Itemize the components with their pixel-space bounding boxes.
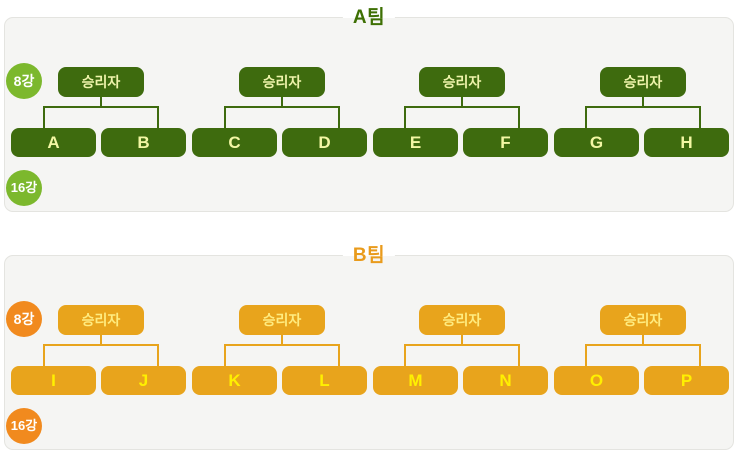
team-a-title: A팀	[342, 5, 396, 30]
connector-horizontal	[43, 106, 159, 108]
slot-box-b: B	[101, 128, 186, 157]
connector-horizontal	[585, 106, 701, 108]
slot-box-f: F	[463, 128, 548, 157]
connector-vertical-left	[224, 106, 226, 129]
winner-box: 승리자	[600, 305, 686, 335]
connector-vertical-left	[585, 106, 587, 129]
winner-box: 승리자	[600, 67, 686, 97]
bracket-mn: 승리자	[404, 305, 520, 395]
connector-vertical-left	[43, 106, 45, 129]
slot-box-h: H	[644, 128, 729, 157]
connector-vertical-left	[43, 344, 45, 367]
round-of-8-badge: 8강	[6, 63, 42, 99]
bracket-ef: 승리자	[404, 67, 520, 157]
slot-box-d: D	[282, 128, 367, 157]
slot-box-c: C	[192, 128, 277, 157]
connector-stub	[281, 335, 283, 344]
connector-stub	[281, 97, 283, 106]
bracket-cd: 승리자	[224, 67, 340, 157]
slot-box-e: E	[373, 128, 458, 157]
slot-box-p: P	[644, 366, 729, 395]
bracket-ij: 승리자	[43, 305, 159, 395]
bracket-op: 승리자	[585, 305, 701, 395]
bracket-kl: 승리자	[224, 305, 340, 395]
slot-box-m: M	[373, 366, 458, 395]
winner-box: 승리자	[419, 67, 505, 97]
slot-box-o: O	[554, 366, 639, 395]
connector-horizontal	[224, 344, 340, 346]
team-a-panel: A팀 8강 16강 승리자 승리자 승리자 승리자 A B C D E F G …	[4, 5, 734, 212]
round-of-16-badge: 16강	[6, 170, 42, 206]
connector-horizontal	[224, 106, 340, 108]
slot-box-g: G	[554, 128, 639, 157]
team-b-title: B팀	[342, 243, 396, 268]
connector-horizontal	[585, 344, 701, 346]
slot-box-j: J	[101, 366, 186, 395]
round-of-16-badge: 16강	[6, 408, 42, 444]
connector-vertical-right	[157, 106, 159, 129]
connector-vertical-right	[518, 344, 520, 367]
slot-box-n: N	[463, 366, 548, 395]
slot-box-l: L	[282, 366, 367, 395]
connector-vertical-right	[338, 106, 340, 129]
connector-stub	[461, 335, 463, 344]
connector-vertical-right	[518, 106, 520, 129]
team-b-panel: B팀 8강 16강 승리자 승리자 승리자 승리자 I J K L M N O …	[4, 243, 734, 450]
connector-horizontal	[404, 106, 520, 108]
connector-vertical-right	[699, 106, 701, 129]
bracket-ab: 승리자	[43, 67, 159, 157]
connector-stub	[100, 97, 102, 106]
connector-vertical-right	[338, 344, 340, 367]
slot-box-a: A	[11, 128, 96, 157]
connector-horizontal	[404, 344, 520, 346]
slot-box-i: I	[11, 366, 96, 395]
connector-stub	[461, 97, 463, 106]
bracket-gh: 승리자	[585, 67, 701, 157]
winner-box: 승리자	[58, 67, 144, 97]
winner-box: 승리자	[58, 305, 144, 335]
connector-vertical-right	[157, 344, 159, 367]
round-of-8-badge: 8강	[6, 301, 42, 337]
connector-vertical-left	[404, 106, 406, 129]
winner-box: 승리자	[239, 305, 325, 335]
winner-box: 승리자	[239, 67, 325, 97]
connector-horizontal	[43, 344, 159, 346]
connector-vertical-right	[699, 344, 701, 367]
winner-box: 승리자	[419, 305, 505, 335]
connector-stub	[642, 335, 644, 344]
connector-vertical-left	[404, 344, 406, 367]
connector-stub	[642, 97, 644, 106]
connector-stub	[100, 335, 102, 344]
connector-vertical-left	[585, 344, 587, 367]
slot-box-k: K	[192, 366, 277, 395]
connector-vertical-left	[224, 344, 226, 367]
